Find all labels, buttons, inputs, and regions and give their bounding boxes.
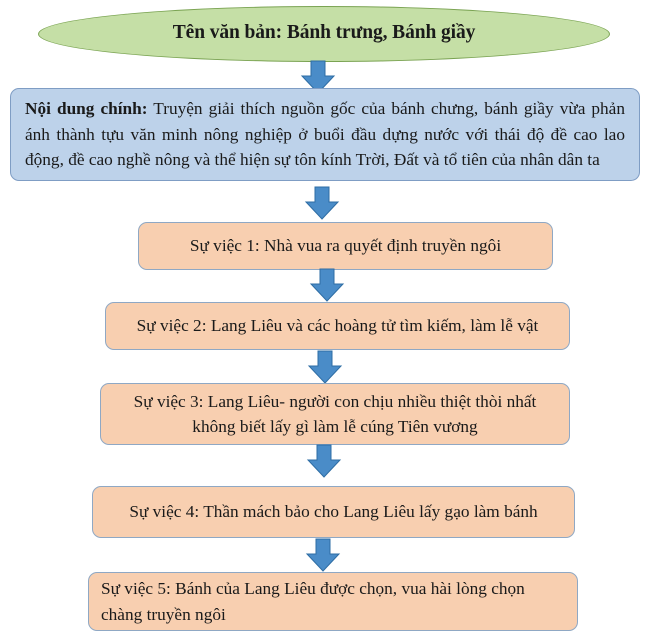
summary-node-lead: Nội dung chính: xyxy=(25,99,148,119)
down-arrow-icon xyxy=(309,268,345,302)
event-node-5-label: Sự việc 5: Bánh của Lang Liêu được chọn,… xyxy=(101,579,525,599)
event-node-2-label: Sự việc 2: Lang Liêu và các hoàng tử tìm… xyxy=(136,316,539,336)
event-node-3: Sự việc 3: Lang Liêu- người con chịu nhi… xyxy=(100,383,570,445)
event-node-3-text: Sự việc 3: Lang Liêu- người con chịu nhi… xyxy=(113,389,557,439)
event-node-5-text: Sự việc 5: Bánh của Lang Liêu được chọn,… xyxy=(101,576,565,626)
event-node-3-label: Sự việc 3: Lang Liêu- người con chịu nhi… xyxy=(133,391,537,411)
event-node-5-label-line2: chàng truyền ngôi xyxy=(101,604,226,624)
down-arrow-icon xyxy=(304,186,340,220)
summary-node-text: Nội dung chính: Truyện giải thích nguồn … xyxy=(25,96,625,173)
title-node-label: Tên văn bản: Bánh trưng, Bánh giầy xyxy=(172,22,476,44)
event-node-4: Sự việc 4: Thần mách bảo cho Lang Liêu l… xyxy=(92,486,575,538)
down-arrow-icon xyxy=(300,60,336,94)
down-arrow-icon xyxy=(307,350,343,384)
event-node-4-label: Sự việc 4: Thần mách bảo cho Lang Liêu l… xyxy=(129,502,538,522)
summary-node-body: Truyện giải thích nguồn gốc của bánh chư… xyxy=(25,99,625,170)
event-node-3-label-line2: không biết lấy gì làm lễ cúng Tiên vương xyxy=(192,417,478,436)
title-node: Tên văn bản: Bánh trưng, Bánh giầy xyxy=(38,6,610,62)
event-node-1-label: Sự việc 1: Nhà vua ra quyết định truyền … xyxy=(189,236,502,256)
event-node-2: Sự việc 2: Lang Liêu và các hoàng tử tìm… xyxy=(105,302,570,350)
event-node-1: Sự việc 1: Nhà vua ra quyết định truyền … xyxy=(138,222,553,270)
down-arrow-icon xyxy=(305,538,341,572)
summary-node: Nội dung chính: Truyện giải thích nguồn … xyxy=(10,88,640,181)
event-node-5: Sự việc 5: Bánh của Lang Liêu được chọn,… xyxy=(88,572,578,631)
down-arrow-icon xyxy=(306,444,342,478)
